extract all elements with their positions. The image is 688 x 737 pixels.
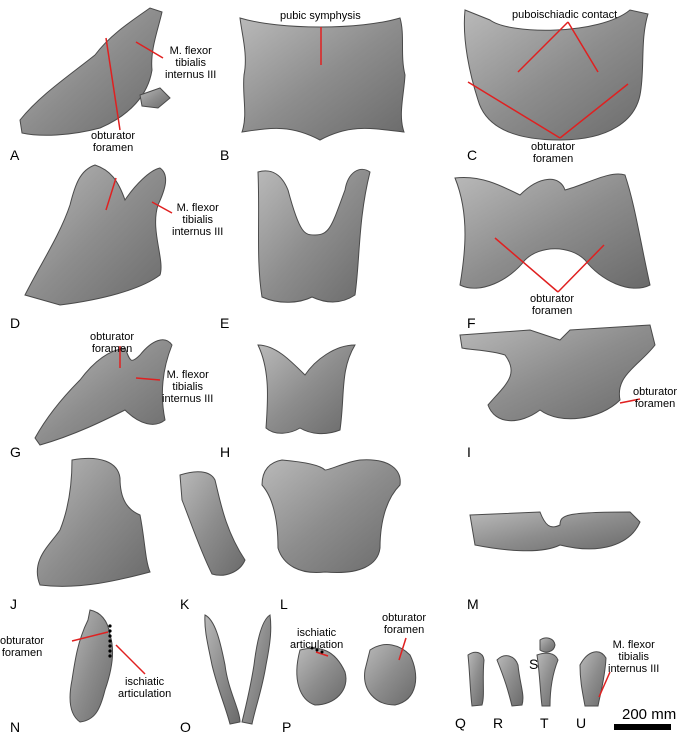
bone-N	[69, 609, 113, 723]
annotation-obturator-foramen-f: obturator foramen	[530, 293, 575, 317]
panel-label-f: F	[467, 315, 476, 331]
ischiatic-dots	[108, 624, 324, 658]
panel-label-n: N	[10, 719, 21, 735]
annotation-obturator-foramen-n: obturator foramen	[0, 635, 45, 659]
bone-K	[179, 471, 246, 576]
panel-label-a: A	[10, 147, 20, 163]
bone-G	[34, 339, 173, 446]
annotation-ischiatic-articulation-n: ischiatic articulation	[118, 676, 172, 700]
bone-C	[463, 9, 649, 141]
annotation-m-flexor-g: M. flexor tibialis internus III	[162, 369, 214, 405]
panel-label-j: J	[10, 596, 17, 612]
panel-label-g: G	[10, 444, 21, 460]
bone-U	[579, 651, 607, 707]
panel-label-t: T	[540, 715, 549, 731]
bone-B	[239, 17, 406, 141]
annotation-obturator-foramen-g: obturator foramen	[90, 331, 135, 355]
panel-label-q: Q	[455, 715, 466, 731]
annotation-m-flexor-d: M. flexor tibialis internus III	[172, 202, 224, 238]
bone-A	[19, 7, 163, 136]
panel-label-k: K	[180, 596, 190, 612]
bone-R	[496, 655, 524, 707]
panel-label-d: D	[10, 315, 21, 331]
scale-bar-label: 200 mm	[622, 706, 677, 723]
bone-T	[536, 652, 559, 707]
panel-label-l: L	[280, 596, 288, 612]
annotation-ischiatic-articulation-p: ischiatic articulation	[290, 627, 344, 651]
panel-label-m: M	[467, 596, 479, 612]
panel-label-e: E	[220, 315, 230, 331]
panel-label-r: R	[493, 715, 504, 731]
bone-L	[261, 459, 401, 574]
bone-I	[459, 324, 656, 422]
annotation-obturator-foramen-p: obturator foramen	[382, 612, 427, 636]
annotation-obturator-foramen-c: obturator foramen	[531, 141, 576, 165]
annotation-obturator-foramen-a: obturator foramen	[91, 130, 136, 154]
panel-label-b: B	[220, 147, 230, 163]
bone-J	[36, 457, 151, 587]
bone-P	[296, 647, 347, 706]
annotation-pubic-symphysis: pubic symphysis	[280, 10, 361, 22]
bone-A-fragment	[139, 87, 171, 109]
panel-label-c: C	[467, 147, 478, 163]
bone-O-right	[241, 614, 272, 725]
panel-label-s: S	[529, 656, 539, 672]
panel-label-i: I	[467, 444, 471, 460]
bone-Q	[467, 651, 485, 707]
bone-D	[24, 164, 167, 306]
bone-E	[257, 168, 371, 303]
annotation-obturator-foramen-i: obturator foramen	[633, 386, 678, 410]
annotation-m-flexor-u: M. flexor tibialis internus III	[608, 639, 660, 675]
panel-label-u: U	[576, 715, 587, 731]
annotation-m-flexor-a: M. flexor tibialis internus III	[165, 45, 217, 81]
annotation-puboischiadic-contact: puboischiadic contact	[512, 9, 618, 21]
scale-bar	[614, 724, 671, 730]
bone-F	[454, 173, 651, 289]
panel-label-p: P	[282, 719, 292, 735]
panel-label-o: O	[180, 719, 191, 735]
bone-S	[539, 637, 556, 653]
bone-M	[469, 511, 641, 552]
panel-label-h: H	[220, 444, 231, 460]
bone-O	[204, 614, 241, 725]
annotation-lines	[71, 21, 641, 698]
bone-P-right	[364, 644, 417, 706]
bone-H	[257, 344, 356, 435]
